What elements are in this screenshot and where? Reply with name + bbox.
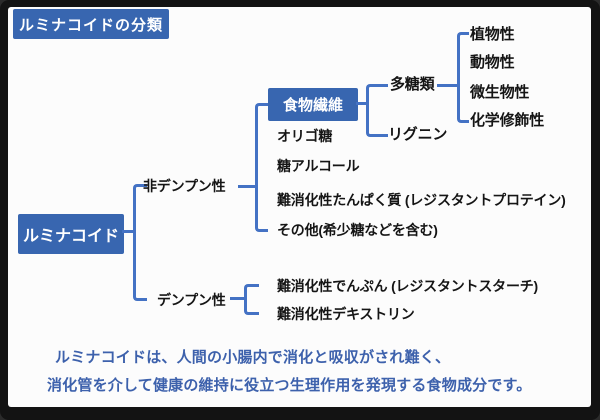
connector-starch-stub — [230, 297, 244, 300]
connector-polysaccharide-bracket — [457, 32, 469, 123]
node-animal-origin: 動物性 — [470, 54, 515, 71]
node-sugar-alcohol: 糖アルコール — [277, 158, 360, 174]
connector-fiber-stub — [356, 102, 368, 105]
connector-non-starch-stub — [238, 185, 255, 188]
connector-root-bracket — [133, 184, 147, 301]
connector-fiber-bracket — [366, 84, 388, 137]
connector-non-starch-bracket — [255, 103, 268, 232]
diagram-canvas — [8, 7, 591, 407]
node-chemically-modified: 化学修飾性 — [470, 112, 545, 129]
connector-root-stub — [122, 230, 134, 233]
note-line-2: 消化管を介して健康の維持に役立つ生理作用を発現する食物成分です。 — [47, 377, 532, 394]
connector-starch-bracket — [244, 284, 259, 315]
node-dietary-fiber: 食物繊維 — [268, 88, 358, 121]
connector-polysaccharide-stub — [437, 84, 457, 87]
node-starch: デンプン性 — [157, 292, 226, 308]
node-non-starch: 非デンプン性 — [143, 178, 226, 194]
note-line-1: ルミナコイドは、人間の小腸内で消化と吸収がされ難く、 — [55, 349, 451, 366]
node-oligosaccharide: オリゴ糖 — [277, 128, 333, 144]
node-others-rare-sugars: その他(希少糖などを含む) — [277, 222, 438, 238]
diagram-title: ルミナコイドの分類 — [13, 9, 169, 39]
node-resistant-dextrin: 難消化性デキストリン — [277, 306, 415, 322]
node-luminacoid: ルミナコイド — [18, 214, 124, 254]
node-lignin: リグニン — [388, 126, 448, 143]
node-resistant-starch: 難消化性でんぷん (レジスタントスターチ) — [277, 278, 539, 294]
node-plant-origin: 植物性 — [470, 26, 515, 43]
node-resistant-protein: 難消化性たんぱく質 (レジスタントプロテイン) — [277, 192, 566, 208]
node-microbial-origin: 微生物性 — [470, 84, 530, 101]
node-polysaccharides: 多糖類 — [390, 76, 435, 93]
